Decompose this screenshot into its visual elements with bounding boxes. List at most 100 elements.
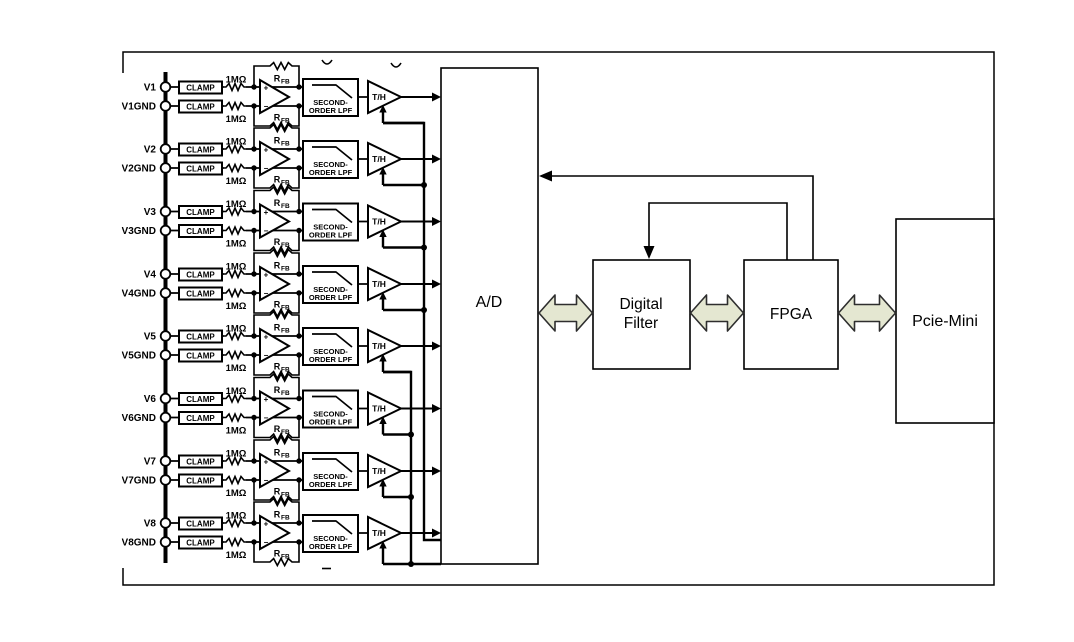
gnd-terminal-circle — [159, 349, 172, 361]
th-control-arrowhead — [379, 292, 387, 300]
adc-input-arrowhead — [432, 404, 441, 413]
th-label: T/H — [372, 92, 386, 102]
junction-dot — [251, 333, 257, 339]
clamp-label-top: CLAMP — [186, 208, 215, 217]
fpga-box — [743, 259, 839, 370]
clamp-label-top: CLAMP — [186, 333, 215, 342]
lpf-curve-icon — [312, 395, 353, 411]
input-terminal-circle — [159, 330, 172, 342]
rfb-label-r: R — [274, 175, 281, 185]
lpf-curve-icon — [312, 208, 353, 224]
junction-dot — [251, 146, 257, 152]
lpf-label-line1: SECOND- — [313, 534, 348, 543]
resistor-1meg-top — [224, 455, 246, 467]
th-control-bus-lower — [383, 370, 441, 566]
rfb-label-r: R — [274, 549, 281, 559]
clamp-box-top — [178, 142, 223, 157]
gnd-terminal-circle — [159, 411, 172, 424]
rfb-label-sub: FB — [281, 203, 290, 210]
gnd-label: V5GND — [122, 351, 156, 362]
gnd-terminal-circle — [159, 287, 172, 299]
lpf-curve-icon — [312, 458, 353, 473]
clamp-label-bottom: CLAMP — [186, 539, 215, 548]
lpf-label-line2: ORDER LPF — [309, 293, 353, 302]
data-bus-arrows — [538, 294, 897, 332]
feedback-resistor-loop-top — [253, 122, 300, 149]
rfb-label-r: R — [274, 198, 281, 208]
resistor-value-label-top: 1MΩ — [226, 262, 247, 273]
input-terminal-circle — [159, 392, 172, 405]
rfb-label-sub: FB — [281, 453, 290, 460]
input-label: V2 — [144, 145, 157, 156]
th-label: T/H — [372, 466, 386, 476]
opamp-triangle — [259, 265, 292, 302]
rfb-label-sub: FB — [281, 305, 290, 312]
lpf-box — [302, 327, 359, 366]
junction-dot — [251, 208, 257, 215]
resistor-1meg-bottom — [224, 349, 246, 361]
resistor-1meg-top — [224, 81, 246, 93]
junction-dot — [251, 458, 257, 464]
opamp-minus-sign: − — [264, 538, 269, 547]
lpf-curve-icon — [312, 84, 353, 99]
junction-dot — [296, 458, 302, 464]
rfb-label-r: R — [274, 510, 281, 520]
lpf-label-line1: SECOND- — [313, 410, 348, 419]
junction-dot — [251, 414, 257, 421]
pcie-mini-box — [895, 218, 995, 424]
bus-junction-dot — [421, 182, 427, 188]
rfb-label-r: R — [274, 385, 281, 395]
th-label: T/H — [372, 404, 386, 414]
resistor-value-label-top: 1MΩ — [226, 137, 247, 148]
gnd-label: V1GND — [122, 102, 156, 113]
input-terminal-circle — [159, 143, 172, 155]
lpf-label-line1: SECOND- — [313, 285, 348, 294]
junction-dot — [251, 477, 257, 483]
input-terminal-circle — [159, 517, 172, 529]
opamp-triangle — [259, 389, 292, 427]
adc-input-arrowhead — [432, 341, 441, 351]
clamp-label-top: CLAMP — [186, 84, 215, 93]
lpf-label-line1: SECOND- — [313, 160, 348, 169]
resistor-1meg-bottom — [224, 411, 246, 424]
clamp-label-bottom: CLAMP — [186, 352, 215, 361]
resistor-1meg-top — [224, 392, 246, 405]
rfb-label-r: R — [274, 362, 281, 372]
opamp-plus-sign: + — [264, 458, 269, 467]
clamp-label-top: CLAMP — [186, 271, 215, 280]
resistor-value-label-top: 1MΩ — [226, 75, 247, 86]
adc-input-arrowhead — [432, 466, 441, 476]
feedback-resistor-loop-top — [253, 247, 300, 274]
junction-dot — [296, 84, 302, 90]
opamp-triangle — [259, 514, 292, 551]
bus-arrow-filter-fpga — [689, 294, 745, 332]
junction-dot — [296, 103, 302, 109]
junction-dot — [251, 352, 257, 358]
opamp-triangle — [259, 202, 292, 240]
input-terminal-circle — [159, 268, 172, 280]
clamp-box-bottom — [178, 224, 223, 238]
th-control-arrowhead — [379, 479, 387, 487]
junction-dot — [296, 539, 302, 545]
digital-filter-box — [592, 259, 691, 370]
input-label: V6 — [144, 394, 157, 405]
rfb-label-sub: FB — [281, 141, 290, 148]
resistor-value-label-top: 1MΩ — [226, 449, 247, 460]
rfb-label-sub: FB — [281, 429, 290, 436]
bus-junction-dot — [408, 431, 414, 438]
opamp-plus-sign: + — [264, 271, 269, 280]
adc-input-arrowhead — [432, 92, 441, 102]
lpf-curve-icon — [312, 333, 353, 348]
clamp-label-bottom: CLAMP — [186, 227, 215, 236]
lpf-label-line2: ORDER LPF — [309, 542, 353, 551]
clamp-box-bottom — [178, 473, 223, 488]
rfb-label-r: R — [274, 113, 281, 123]
fpga-to-adc-feedback-arrowhead — [539, 170, 552, 182]
gnd-terminal-circle — [159, 100, 172, 112]
th-triangle — [367, 515, 404, 551]
resistor-value-label-top: 1MΩ — [226, 324, 247, 335]
